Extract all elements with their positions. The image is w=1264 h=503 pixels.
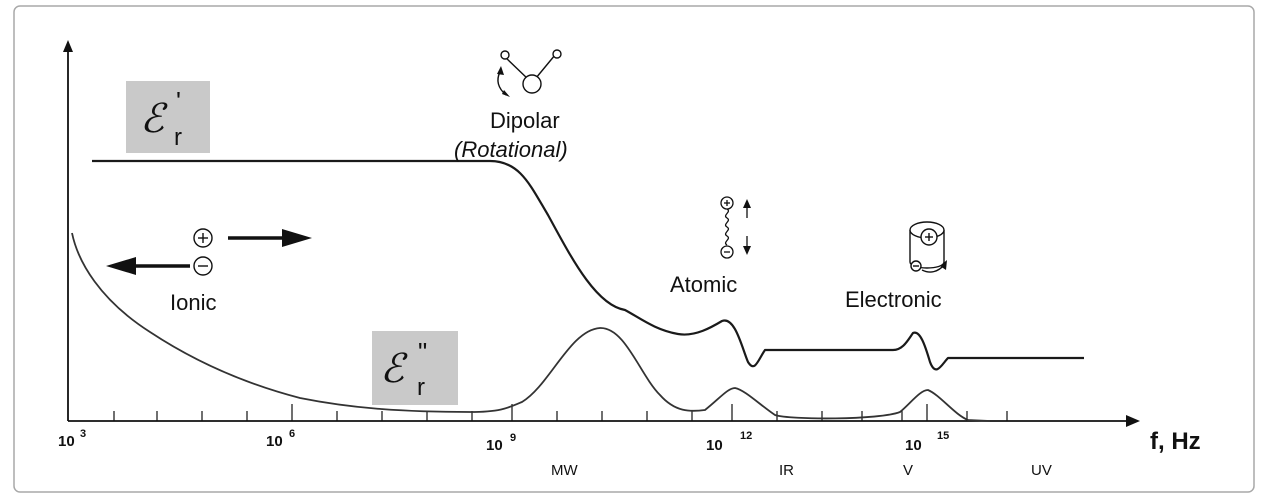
epsilon-subscript: r xyxy=(174,124,182,151)
diagram-frame xyxy=(13,5,1255,493)
dipolar-label: Dipolar xyxy=(490,108,560,133)
band-label-mw: MW xyxy=(551,462,578,479)
real-permittivity-label-box xyxy=(126,81,210,153)
tick-label-1e6: 10 6 xyxy=(266,428,295,450)
tick-label-1e12: 10 12 xyxy=(706,430,752,454)
x-axis-arrow xyxy=(1126,415,1140,427)
tick-base: 10 xyxy=(266,433,283,450)
loss-factor-curve xyxy=(71,232,991,422)
electronic-label: Electronic xyxy=(845,287,942,312)
ionic-left-arrow-icon xyxy=(106,257,190,275)
real-permittivity-curve xyxy=(92,159,1084,371)
loss-factor-label-box xyxy=(372,331,458,405)
tick-label-1e15: 10 15 xyxy=(905,430,949,454)
real-permittivity-symbol: ℰ r ' xyxy=(140,86,182,151)
tick-exponent: 12 xyxy=(740,430,752,442)
tick-base: 10 xyxy=(905,437,922,454)
dipolar-note: (Rotational) xyxy=(454,137,568,162)
minus-charge-icon xyxy=(193,256,213,276)
epsilon-subscript: r xyxy=(417,374,425,401)
y-axis-arrow xyxy=(63,40,73,52)
epsilon-glyph: ℰ xyxy=(140,96,168,142)
epsilon-glyph: ℰ xyxy=(380,346,408,392)
band-label-ir: IR xyxy=(779,462,794,479)
electron-cloud-icon xyxy=(909,221,947,273)
tick-base: 10 xyxy=(706,437,723,454)
tick-exponent: 9 xyxy=(510,432,516,444)
epsilon-double-prime: " xyxy=(418,337,427,367)
x-axis-label: f, Hz xyxy=(1150,428,1201,455)
rotating-dipole-icon xyxy=(497,49,562,97)
x-axis-ticks xyxy=(113,404,1008,421)
tick-label-1e3: 10 3 xyxy=(58,428,86,450)
tick-exponent: 3 xyxy=(80,428,86,440)
tick-base: 10 xyxy=(58,433,75,450)
plus-charge-icon xyxy=(193,228,213,248)
tick-exponent: 6 xyxy=(289,428,295,440)
ionic-label: Ionic xyxy=(170,290,216,315)
atomic-spring-icon xyxy=(720,196,751,259)
tick-exponent: 15 xyxy=(937,430,949,442)
tick-label-1e9: 10 9 xyxy=(486,432,516,454)
band-label-v: V xyxy=(903,462,913,479)
tick-base: 10 xyxy=(486,437,503,454)
epsilon-prime: ' xyxy=(176,86,181,116)
ionic-right-arrow-icon xyxy=(228,229,312,247)
band-label-uv: UV xyxy=(1031,462,1052,479)
atomic-label: Atomic xyxy=(670,272,737,297)
loss-factor-symbol: ℰ r " xyxy=(380,337,427,401)
